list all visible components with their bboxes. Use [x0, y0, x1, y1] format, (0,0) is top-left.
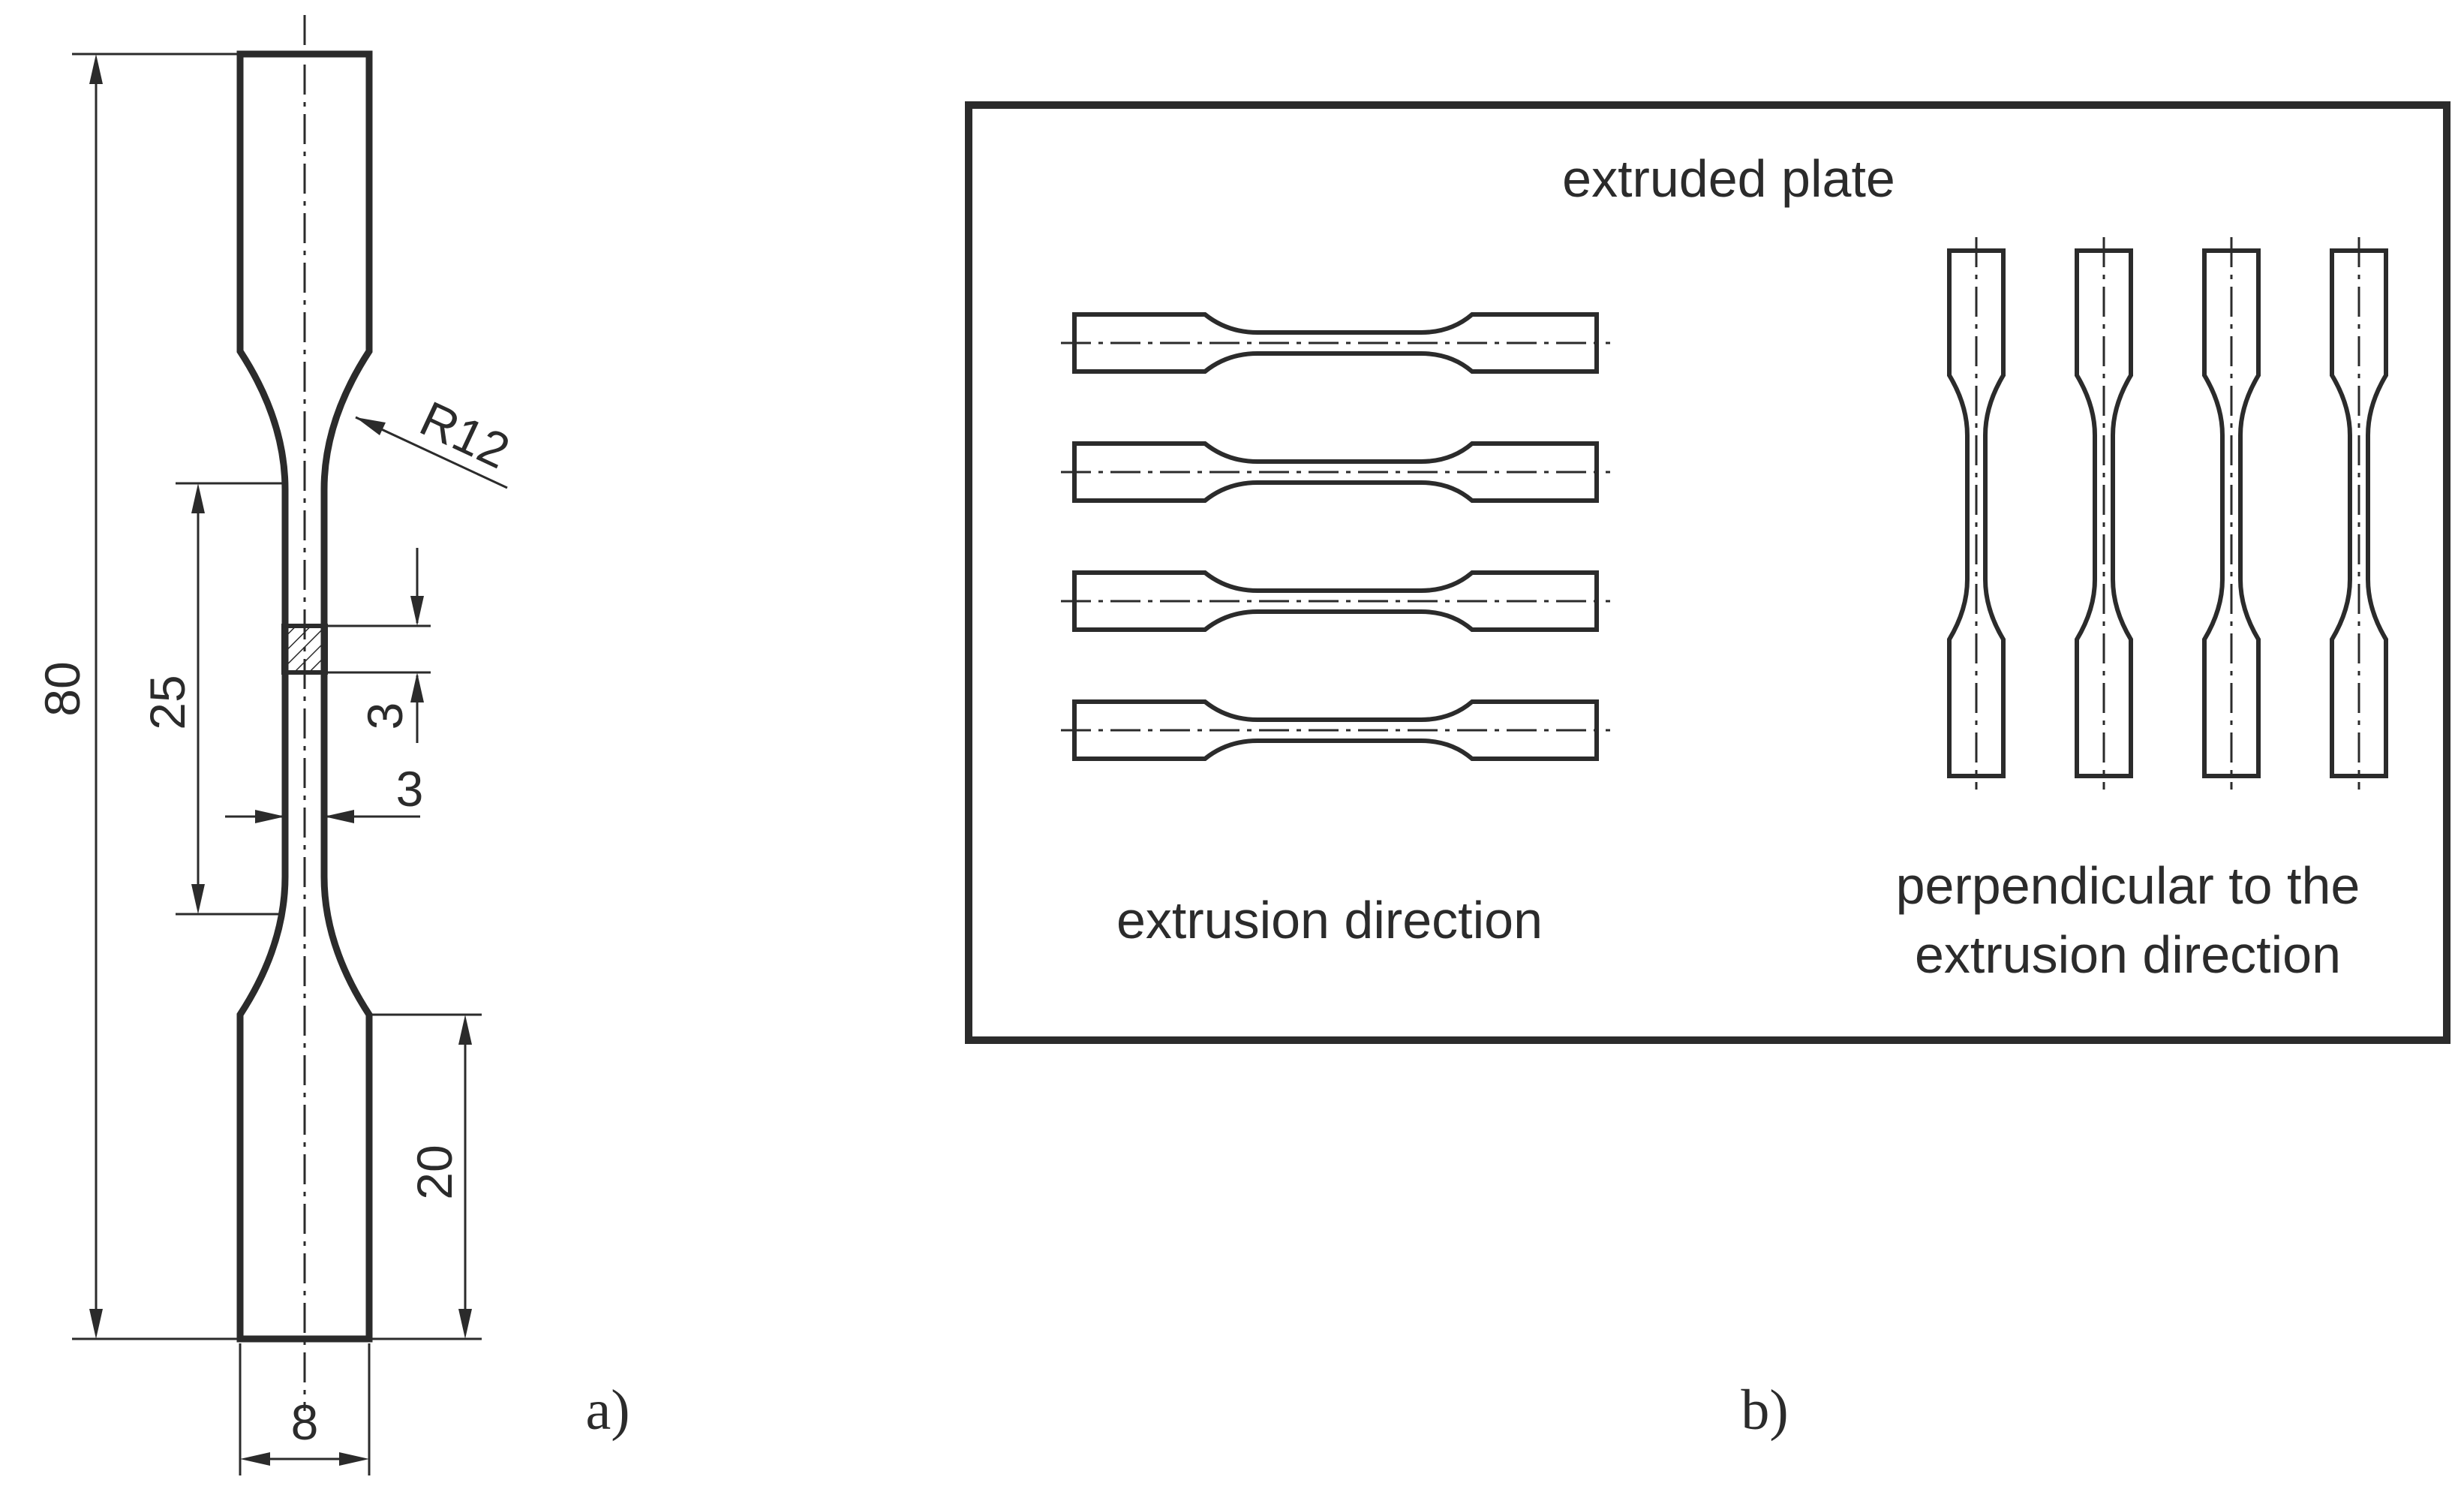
- specimen-outline: [236, 50, 373, 1343]
- parallel-specimen: [1061, 570, 1610, 632]
- parallel-specimen: [1061, 312, 1610, 374]
- specimen-outline: [1947, 248, 2006, 778]
- specimen-outline: [2202, 248, 2261, 778]
- dimension-20-label: 20: [407, 1145, 462, 1199]
- specimen-outline: [1072, 570, 1599, 632]
- specimen-outline: [2075, 248, 2133, 778]
- specimen-outline: [2330, 248, 2388, 778]
- parallel-specimen: [1061, 441, 1610, 503]
- dimension-80-label: 80: [35, 661, 90, 716]
- dimension-20: 20: [372, 1013, 482, 1340]
- dimension-25: 25: [140, 482, 282, 916]
- perpendicular-specimens: [1947, 237, 2388, 790]
- perpendicular-specimen: [2330, 237, 2388, 790]
- specimen-outline: [1072, 312, 1599, 374]
- specimen-outline: [1072, 699, 1599, 761]
- plate-frame: [965, 101, 2450, 1044]
- specimen-outline: [1072, 441, 1599, 503]
- panel-b: extruded plate extrusion direction perpe…: [965, 101, 2450, 1442]
- dimension-25-label: 25: [140, 675, 195, 729]
- cross-section-hatch: [281, 624, 328, 675]
- dimension-80: 80: [35, 53, 237, 1340]
- panel-b-label: b): [1741, 1379, 1788, 1442]
- dimension-section-height-label: 3: [357, 702, 413, 730]
- parallel-label: extrusion direction: [1116, 891, 1543, 949]
- dimension-8-label: 8: [291, 1394, 319, 1450]
- radius-leader: R12: [355, 390, 518, 489]
- perpendicular-label-line1: perpendicular to the: [1896, 856, 2360, 915]
- perpendicular-specimen: [2075, 237, 2133, 790]
- panel-a: 80 25 20 8: [35, 15, 630, 1475]
- parallel-specimen: [1061, 699, 1610, 761]
- dimension-section-height: 3: [327, 548, 431, 743]
- panel-a-label: a): [585, 1379, 630, 1442]
- plate-title: extruded plate: [1562, 149, 1895, 208]
- dimension-gauge-width: 3: [225, 761, 423, 823]
- perpendicular-specimen: [1947, 237, 2006, 790]
- parallel-specimens: [1061, 312, 1610, 761]
- dimension-gauge-width-label: 3: [396, 761, 424, 817]
- perpendicular-label-line2: extrusion direction: [1915, 925, 2341, 984]
- dimension-8: 8: [239, 1343, 371, 1475]
- radius-label: R12: [412, 390, 518, 479]
- perpendicular-specimen: [2202, 237, 2261, 790]
